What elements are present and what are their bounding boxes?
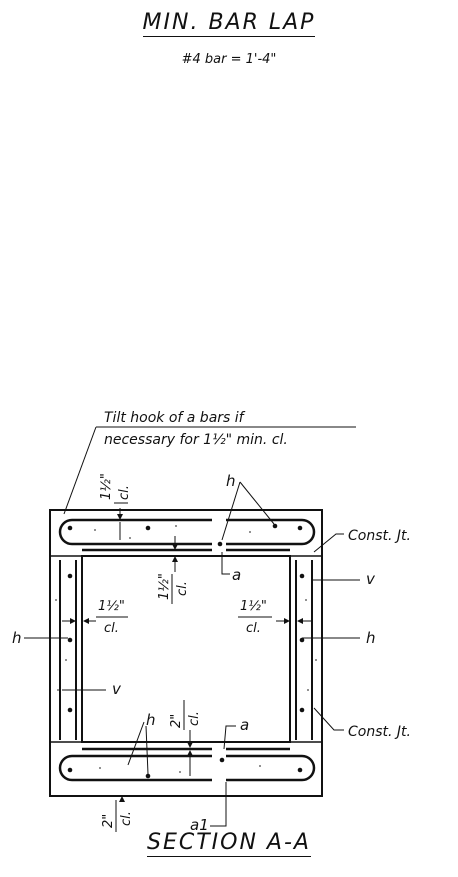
svg-text:2": 2"	[101, 814, 116, 828]
svg-text:cl.: cl.	[187, 711, 202, 726]
label-v-left: v	[112, 680, 122, 698]
dim-slab-cover: 1½" cl.	[157, 536, 190, 604]
leader-const-jt-top	[313, 533, 344, 553]
outer-section	[49, 509, 323, 797]
leader-h-bottom-2	[145, 725, 149, 775]
label-const-jt-bottom: Const. Jt.	[348, 724, 411, 740]
leader-h-bottom-1	[127, 721, 145, 766]
top-bar-a	[58, 518, 212, 546]
leader-h-top-2	[239, 481, 275, 525]
svg-text:cl.: cl.	[175, 581, 190, 596]
leader-a1	[210, 782, 227, 827]
label-a-top: a	[232, 566, 241, 584]
svg-text:1½": 1½"	[240, 599, 267, 614]
tilt-leader	[63, 426, 97, 515]
dim-bottom-outer-cover: 2" cl.	[101, 796, 134, 832]
h-bar-dots	[67, 523, 305, 779]
tilt-note-line1: Tilt hook of a bars if	[104, 410, 246, 426]
label-a-bottom: a	[240, 716, 249, 734]
label-h-right: h	[366, 629, 376, 647]
leader-a-bottom	[223, 725, 236, 750]
dim-bottom-slab-cover: 2" cl.	[169, 700, 202, 776]
svg-text:cl.: cl.	[246, 621, 261, 636]
bottom-bar-a	[58, 754, 212, 782]
label-v-right: v	[366, 570, 376, 588]
svg-text:cl.: cl.	[104, 621, 119, 636]
concrete-speckle	[55, 525, 317, 773]
bottom-bar-a-right	[226, 754, 316, 782]
section-title: SECTION A-A	[0, 830, 458, 857]
dim-right-wall-cover: 1½" cl.	[238, 599, 312, 636]
svg-text:cl.: cl.	[117, 485, 132, 500]
label-h-left: h	[12, 629, 22, 647]
section-title-text: SECTION A-A	[147, 830, 311, 857]
top-bar-a-right	[226, 518, 316, 546]
leader-const-jt-bottom	[313, 707, 344, 731]
label-a1: a1	[190, 816, 209, 834]
svg-text:cl.: cl.	[119, 811, 134, 826]
label-const-jt-top: Const. Jt.	[348, 528, 411, 544]
tilt-note-line2: necessary for 1½" min. cl.	[104, 432, 288, 448]
dim-left-wall-cover: 1½" cl.	[62, 599, 128, 636]
svg-text:1½": 1½"	[98, 599, 125, 614]
label-h-bottom: h	[146, 711, 156, 729]
svg-text:2": 2"	[169, 714, 184, 728]
inner-opening	[81, 555, 291, 743]
lap-title-text: MIN. BAR LAP	[142, 10, 316, 37]
leader-h-top-1	[221, 481, 241, 541]
svg-text:1½": 1½"	[157, 573, 172, 600]
lap-title: MIN. BAR LAP	[0, 10, 458, 37]
leader-a-top	[221, 552, 230, 575]
svg-text:1½": 1½"	[99, 473, 114, 500]
lap-value: #4 bar = 1'-4"	[181, 52, 277, 67]
label-h-top: h	[226, 472, 236, 490]
dim-top-cover: 1½" cl.	[99, 473, 132, 540]
